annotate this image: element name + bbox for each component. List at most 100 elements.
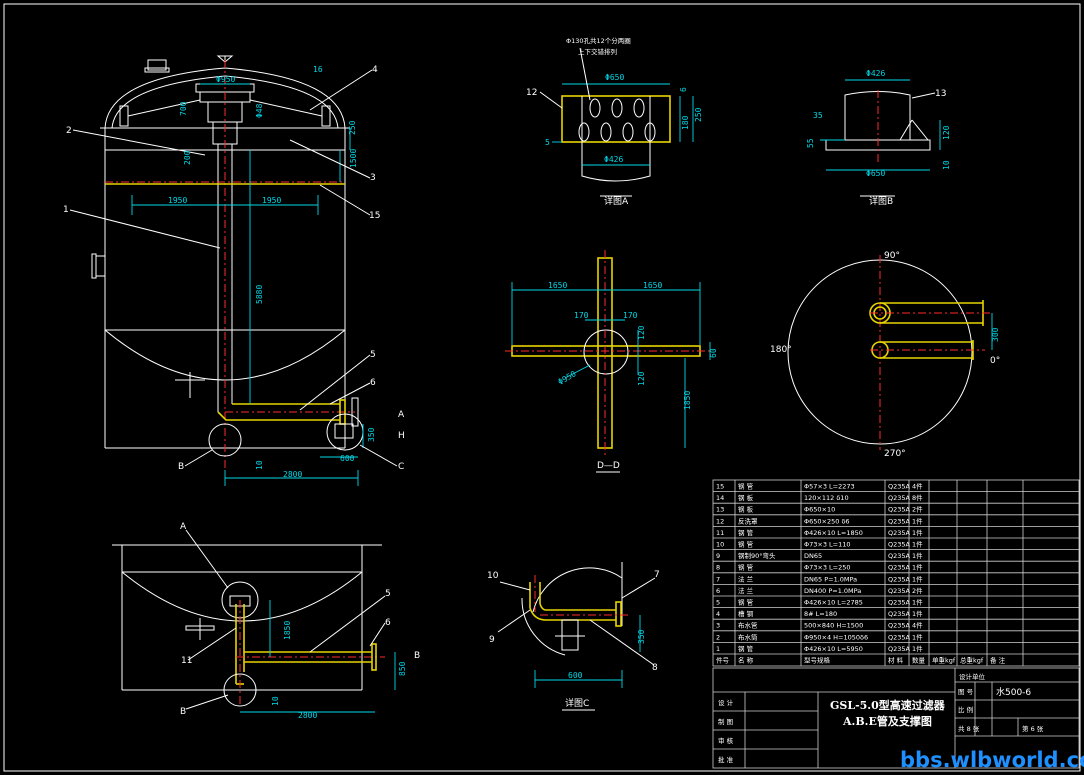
lower-vessel-view — [112, 529, 396, 713]
bom-cell-no: 15 — [716, 483, 724, 491]
sheet-number: 第 6 张 — [1022, 724, 1044, 733]
bom-cell-qty: 1件 — [912, 551, 923, 560]
dim-dd-60: 60 — [709, 348, 718, 358]
title-section-dd: D—D — [597, 461, 620, 471]
callout-2: 2 — [66, 126, 72, 136]
section-dd — [505, 250, 712, 473]
callout-4: 4 — [372, 65, 378, 75]
dim-a-5: 5 — [545, 138, 550, 147]
dim-b-55: 55 — [806, 138, 815, 148]
bom-cell-qty: 1件 — [912, 516, 923, 525]
dim-a-650: Φ650 — [605, 73, 624, 82]
bom-cell-no: 9 — [716, 552, 720, 560]
bom-cell-spec: Φ73×3 L=110 — [804, 541, 851, 549]
dim-b-426: Φ426 — [866, 69, 885, 78]
bom-cell-no: 5 — [716, 599, 720, 607]
bom-cell-spec: DN400 P=1.0MPa — [804, 587, 861, 595]
bom-cell-name: 钢 管 — [738, 528, 754, 537]
dim-350: 350 — [367, 427, 376, 442]
label-c: C — [398, 462, 404, 472]
bom-cell-qty: 1件 — [912, 563, 923, 572]
callout-7: 7 — [654, 570, 660, 580]
bom-cell-no: 6 — [716, 587, 720, 595]
dim-dd-170-right: 170 — [623, 311, 638, 320]
detail-a — [539, 47, 694, 197]
dim-lower-850: 850 — [398, 661, 407, 676]
bom-header-qty: 数量 — [912, 656, 926, 665]
bom-cell-no: 11 — [716, 529, 724, 537]
bom-cell-qty: 2件 — [912, 586, 923, 595]
dim-lower-2800: 2800 — [298, 711, 317, 720]
callout-6-lower: 6 — [385, 618, 391, 628]
dim-600: 600 — [340, 454, 355, 463]
note-detail-a-line1: Φ130孔共12个分两圈 — [566, 36, 631, 45]
bom-cell-mat: Q235A — [888, 529, 911, 537]
bom-cell-spec: Φ950×4 H=1050δ6 — [804, 633, 868, 641]
bom-cell-mat: Q235A — [888, 622, 911, 630]
bom-header-remark: 备 注 — [990, 656, 1006, 665]
dim-2800: 2800 — [283, 470, 302, 479]
bom-cell-name: 布水筒 — [738, 632, 758, 641]
bom-cell-name: 钢 管 — [738, 598, 754, 607]
bom-cell-mat: Q235A — [888, 506, 911, 514]
dim-950: Φ950 — [216, 75, 235, 84]
bom-cell-qty: 1件 — [912, 644, 923, 653]
callout-12: 12 — [526, 88, 537, 98]
callout-5: 5 — [370, 350, 376, 360]
callout-3: 3 — [370, 173, 376, 183]
bom-cell-no: 1 — [716, 645, 720, 653]
bom-cell-name: 钢 管 — [738, 563, 754, 572]
bom-cell-spec: Φ426×10 L=1850 — [804, 529, 863, 537]
title-block — [712, 667, 1080, 769]
dim-round-300: 300 — [991, 327, 1000, 342]
dim-dd-170-left: 170 — [574, 311, 589, 320]
dim-b-35: 35 — [813, 111, 823, 120]
bom-cell-mat: Q235A — [888, 633, 911, 641]
main-vessel-elevation — [69, 55, 398, 486]
dim-5880: 5880 — [255, 285, 264, 304]
bom-cell-qty: 1件 — [912, 632, 923, 641]
dim-a-180: 180 — [681, 115, 690, 130]
bom-cell-name: 钢 板 — [738, 493, 754, 502]
dim-c-350: 350 — [637, 629, 646, 644]
dim-b-10: 10 — [942, 160, 951, 170]
dim-dd-950: Φ950 — [557, 369, 578, 387]
bom-cell-qty: 1件 — [912, 609, 923, 618]
role-draw: 制 图 — [718, 717, 733, 726]
bom-cell-spec: Φ650×250 δ6 — [804, 517, 850, 525]
bom-cell-qty: 1件 — [912, 540, 923, 549]
drawing-no: 水500-6 — [996, 686, 1031, 698]
callout-13: 13 — [935, 89, 946, 99]
label-a: A — [398, 410, 405, 420]
bom-cell-mat: Q235A — [888, 494, 911, 502]
bom-cell-mat: Q235A — [888, 599, 911, 607]
bom-cell-spec: Φ426×10 L=2785 — [804, 599, 863, 607]
scale-label: 比 例 — [958, 705, 973, 714]
bom-cell-mat: Q235A — [888, 610, 911, 618]
label-a-lower: A — [180, 522, 187, 532]
bom-cell-spec: Φ73×3 L=250 — [804, 564, 851, 572]
dim-700: 700 — [179, 101, 188, 116]
callout-5-lower: 5 — [385, 589, 391, 599]
bom-cell-qty: 4件 — [912, 482, 923, 491]
bom-cell-no: 10 — [716, 541, 724, 549]
bom-cell-name: 反洗罩 — [738, 516, 758, 525]
dim-a-426: Φ426 — [604, 155, 623, 164]
dim-48: Φ48 — [255, 103, 264, 118]
dim-10: 10 — [255, 460, 264, 470]
bom-cell-name: 布水管 — [738, 621, 758, 630]
dim-a-6: 6 — [679, 87, 688, 92]
bom-cell-mat: Q235A — [888, 587, 911, 595]
bom-cell-name: 法 兰 — [738, 574, 754, 583]
bom-cell-mat: Q235A — [888, 541, 911, 549]
dim-c-600: 600 — [568, 671, 583, 680]
bom-cell-name: 钢制90°弯头 — [738, 551, 776, 560]
bom-cell-qty: 1件 — [912, 598, 923, 607]
bom-cell-name: 钢 板 — [738, 505, 754, 514]
bom-header-mat: 材 料 — [888, 656, 904, 665]
label-h: H — [398, 431, 405, 441]
dim-lower-10: 10 — [271, 696, 280, 706]
bom-cell-no: 4 — [716, 610, 720, 618]
bom-cell-no: 12 — [716, 517, 724, 525]
